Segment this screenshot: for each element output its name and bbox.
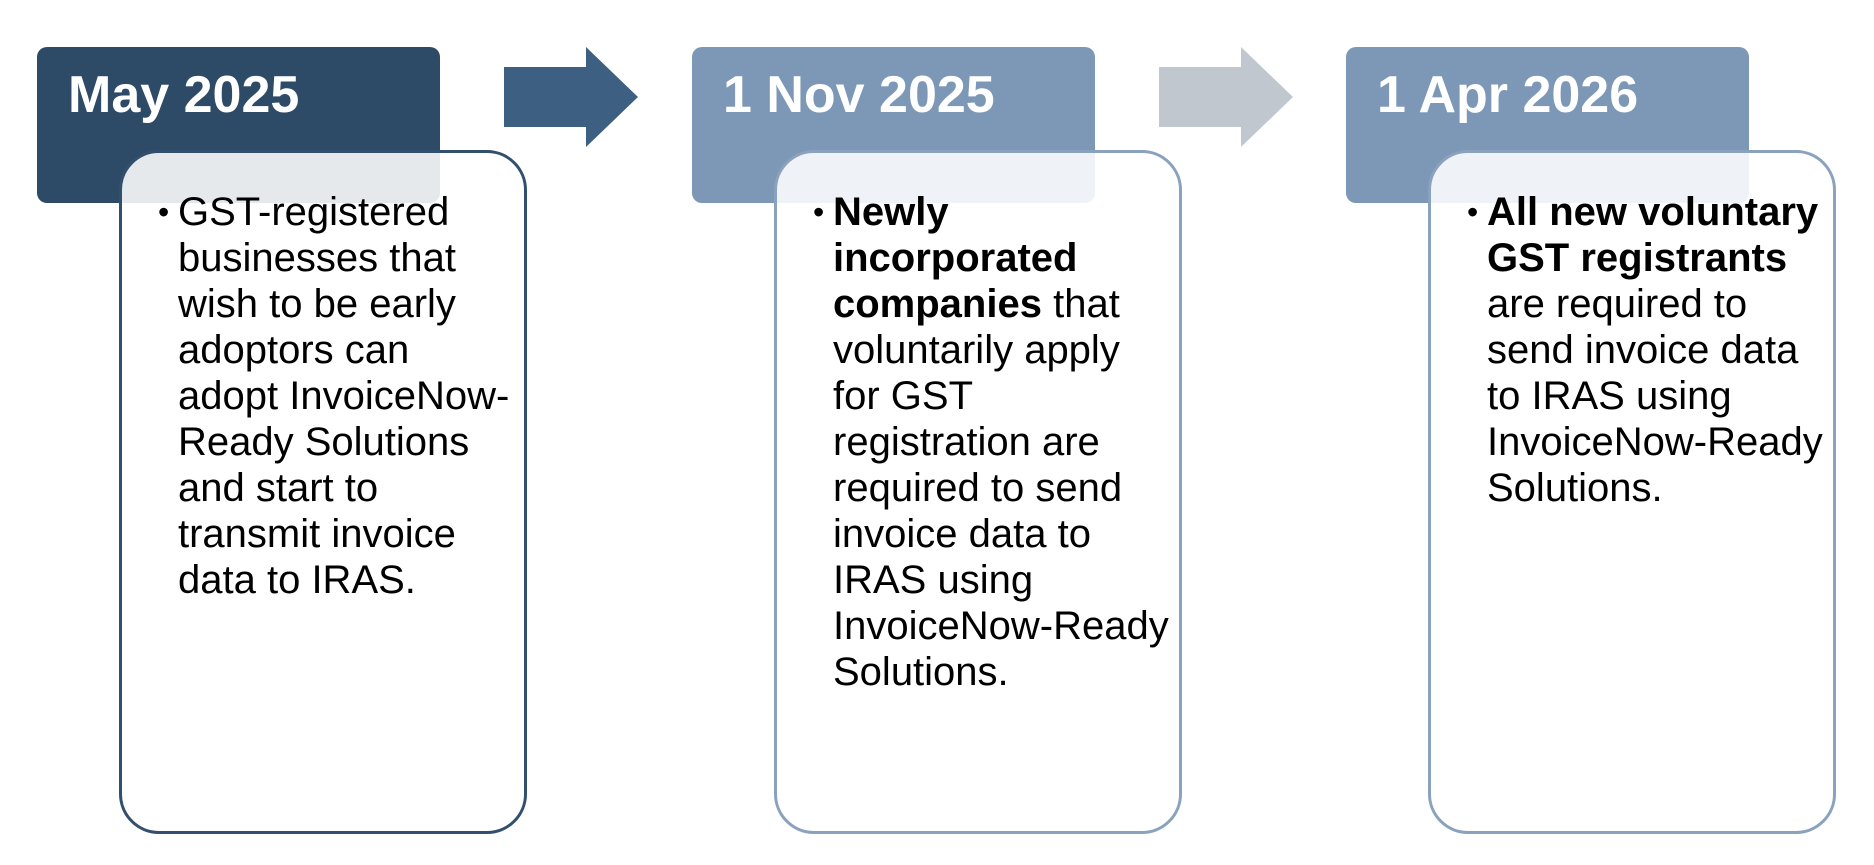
phase-date: 1 Nov 2025	[723, 66, 995, 124]
phase-1-nov-2025: 1 Nov 2025 • Newly incorporated companie…	[692, 0, 1252, 865]
right-arrow-icon	[504, 47, 638, 147]
bullet-item: • Newly incorporated companies that volu…	[813, 189, 1169, 695]
bullet-body: are required to send invoice data to IRA…	[1487, 282, 1823, 510]
bullet-text: All new voluntary GST registrants are re…	[1487, 189, 1823, 511]
bullet-icon: •	[158, 194, 170, 230]
phase-description-card: • GST-registered businesses that wish to…	[119, 150, 527, 834]
right-arrow-icon	[1159, 47, 1293, 147]
bullet-icon: •	[813, 194, 825, 230]
bullet-text: GST-registered businesses that wish to b…	[178, 189, 514, 603]
bullet-item: • All new voluntary GST registrants are …	[1467, 189, 1823, 511]
phase-date: 1 Apr 2026	[1377, 66, 1639, 124]
arrow-shape	[504, 47, 638, 147]
phase-description-card: • All new voluntary GST registrants are …	[1428, 150, 1836, 834]
bullet-body: that voluntarily apply for GST registrat…	[833, 282, 1169, 694]
phase-description-card: • Newly incorporated companies that volu…	[774, 150, 1182, 834]
bullet-icon: •	[1467, 194, 1479, 230]
bullet-emphasis: All new voluntary GST registrants	[1487, 190, 1819, 280]
arrow-shape	[1159, 47, 1293, 147]
bullet-item: • GST-registered businesses that wish to…	[158, 189, 514, 603]
phase-date: May 2025	[68, 66, 300, 124]
bullet-emphasis: Newly incorporated companies	[833, 190, 1078, 326]
bullet-text: Newly incorporated companies that volunt…	[833, 189, 1169, 695]
bullet-body: GST-registered businesses that wish to b…	[178, 190, 510, 602]
phase-1-apr-2026: 1 Apr 2026 • All new voluntary GST regis…	[1346, 0, 1874, 865]
phase-may-2025: May 2025 • GST-registered businesses tha…	[37, 0, 597, 865]
